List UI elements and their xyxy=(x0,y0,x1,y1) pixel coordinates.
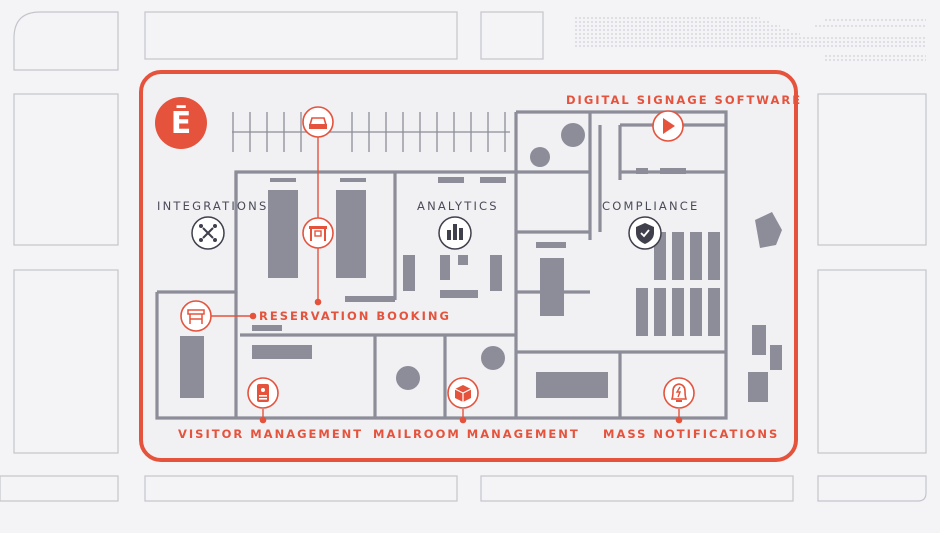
integrations-icon xyxy=(191,216,225,250)
building-outline xyxy=(139,70,798,462)
car-icon xyxy=(302,106,334,138)
play-icon xyxy=(652,110,684,142)
compliance-shield-icon xyxy=(628,216,662,250)
furniture xyxy=(180,123,782,402)
alarm-bell-icon xyxy=(663,377,695,409)
brand-logo: Ē xyxy=(155,97,207,149)
label-mass-notifications: MASS NOTIFICATIONS xyxy=(603,427,780,441)
label-digital-signage: DIGITAL SIGNAGE SOFTWARE xyxy=(566,93,803,107)
label-integrations: INTEGRATIONS xyxy=(157,199,269,213)
road-markings xyxy=(575,17,926,61)
label-reservation-booking: RESERVATION BOOKING xyxy=(259,309,451,323)
package-icon xyxy=(447,377,479,409)
desk-icon xyxy=(302,217,334,249)
label-mailroom-management: MAILROOM MANAGEMENT xyxy=(373,427,580,441)
analytics-icon xyxy=(438,216,472,250)
label-compliance: COMPLIANCE xyxy=(602,199,700,213)
label-analytics: ANALYTICS xyxy=(417,199,499,213)
interior-walls xyxy=(155,110,728,420)
visitor-badge-icon xyxy=(247,377,279,409)
label-visitor-management: VISITOR MANAGEMENT xyxy=(178,427,364,441)
surrounding-blocks xyxy=(0,11,927,502)
chair-icon xyxy=(180,300,212,332)
parking-lines xyxy=(232,112,510,152)
